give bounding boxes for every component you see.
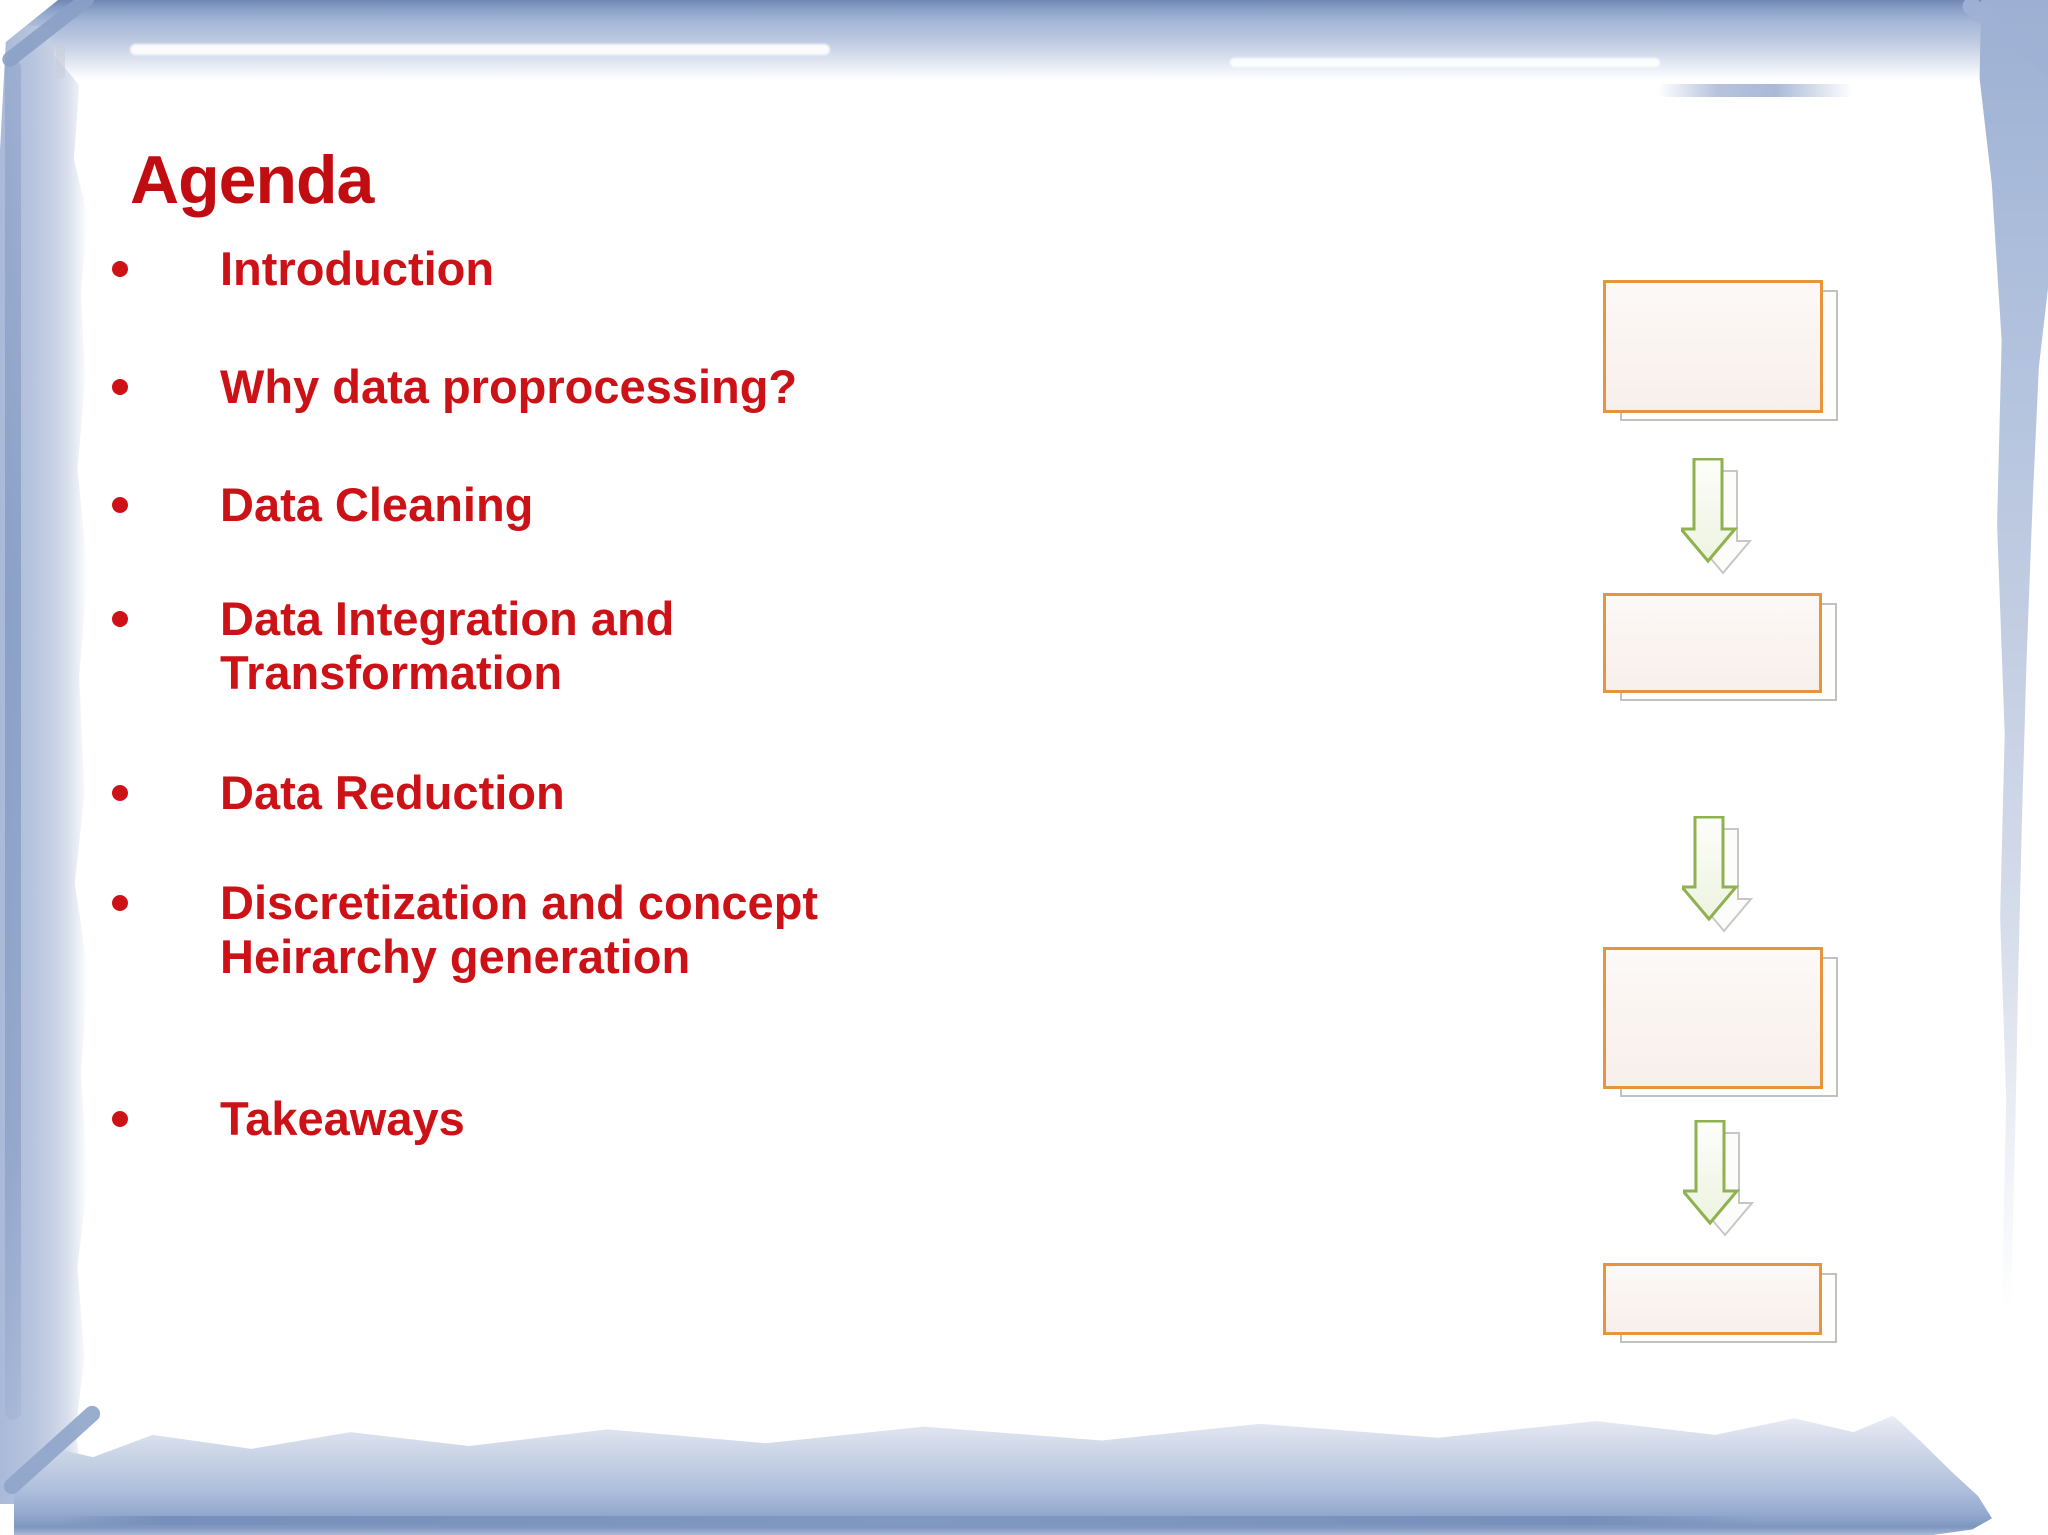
frame-left-stroke-dark bbox=[5, 60, 21, 1420]
frame-top-stroke bbox=[0, 0, 2048, 80]
brush-streak bbox=[130, 44, 830, 55]
agenda-item-text: Data Cleaning bbox=[220, 478, 533, 532]
box-face bbox=[1603, 280, 1823, 413]
box-face bbox=[1603, 593, 1822, 693]
agenda-item-line: Discretization and concept bbox=[220, 876, 819, 929]
flow-box-2 bbox=[1603, 593, 1837, 701]
frame-corner-stroke bbox=[0, 1402, 104, 1498]
bullet-icon bbox=[112, 611, 128, 627]
box-face bbox=[1603, 947, 1823, 1089]
agenda-item: Takeaways bbox=[112, 1092, 465, 1146]
bullet-icon bbox=[112, 785, 128, 801]
agenda-item-line: Takeaways bbox=[220, 1092, 465, 1145]
agenda-item-line: Data Integration and bbox=[220, 592, 675, 645]
frame-corner-gap bbox=[0, 0, 58, 150]
agenda-item: Data Reduction bbox=[112, 766, 565, 820]
flow-box-1 bbox=[1603, 280, 1838, 421]
agenda-item-line: Data Reduction bbox=[220, 766, 565, 819]
down-arrow-2-icon bbox=[1678, 815, 1754, 936]
agenda-item-line: Why data proprocessing? bbox=[220, 360, 798, 413]
agenda-item-line: Data Cleaning bbox=[220, 478, 534, 531]
agenda-item: Why data proprocessing? bbox=[112, 360, 797, 414]
agenda-item-text: Introduction bbox=[220, 242, 494, 296]
bullet-icon bbox=[112, 261, 128, 277]
frame-bottom-stroke bbox=[14, 1415, 1992, 1535]
agenda-item-line: Heirarchy generation bbox=[220, 930, 691, 983]
bullet-icon bbox=[112, 1111, 128, 1127]
frame-left-stroke bbox=[0, 26, 88, 1504]
frame-right-stroke bbox=[1979, 0, 2048, 1310]
bullet-icon bbox=[112, 895, 128, 911]
flow-box-4 bbox=[1603, 1263, 1837, 1343]
agenda-item-text: Takeaways bbox=[220, 1092, 465, 1146]
agenda-item-text: Data Reduction bbox=[220, 766, 565, 820]
agenda-item: Data Cleaning bbox=[112, 478, 533, 532]
bullet-icon bbox=[112, 379, 128, 395]
frame-bottom-edge-line bbox=[60, 1516, 1760, 1525]
box-face bbox=[1603, 1263, 1822, 1335]
flow-box-3 bbox=[1603, 947, 1838, 1097]
frame-corner-stroke bbox=[0, 0, 97, 70]
brush-mark bbox=[56, 46, 65, 78]
brush-streak bbox=[1230, 58, 1660, 67]
frame-corner-stroke bbox=[1958, 0, 2048, 81]
brush-streak bbox=[1658, 84, 1853, 97]
agenda-item-text: Why data proprocessing? bbox=[220, 360, 797, 414]
down-arrow-1-icon bbox=[1677, 457, 1753, 578]
agenda-item-line: Introduction bbox=[220, 242, 495, 295]
agenda-item-line: Transformation bbox=[220, 646, 563, 699]
agenda-item: Introduction bbox=[112, 242, 494, 296]
bullet-icon bbox=[112, 497, 128, 513]
down-arrow-3-icon bbox=[1679, 1119, 1755, 1240]
slide-title: Agenda bbox=[130, 142, 374, 218]
